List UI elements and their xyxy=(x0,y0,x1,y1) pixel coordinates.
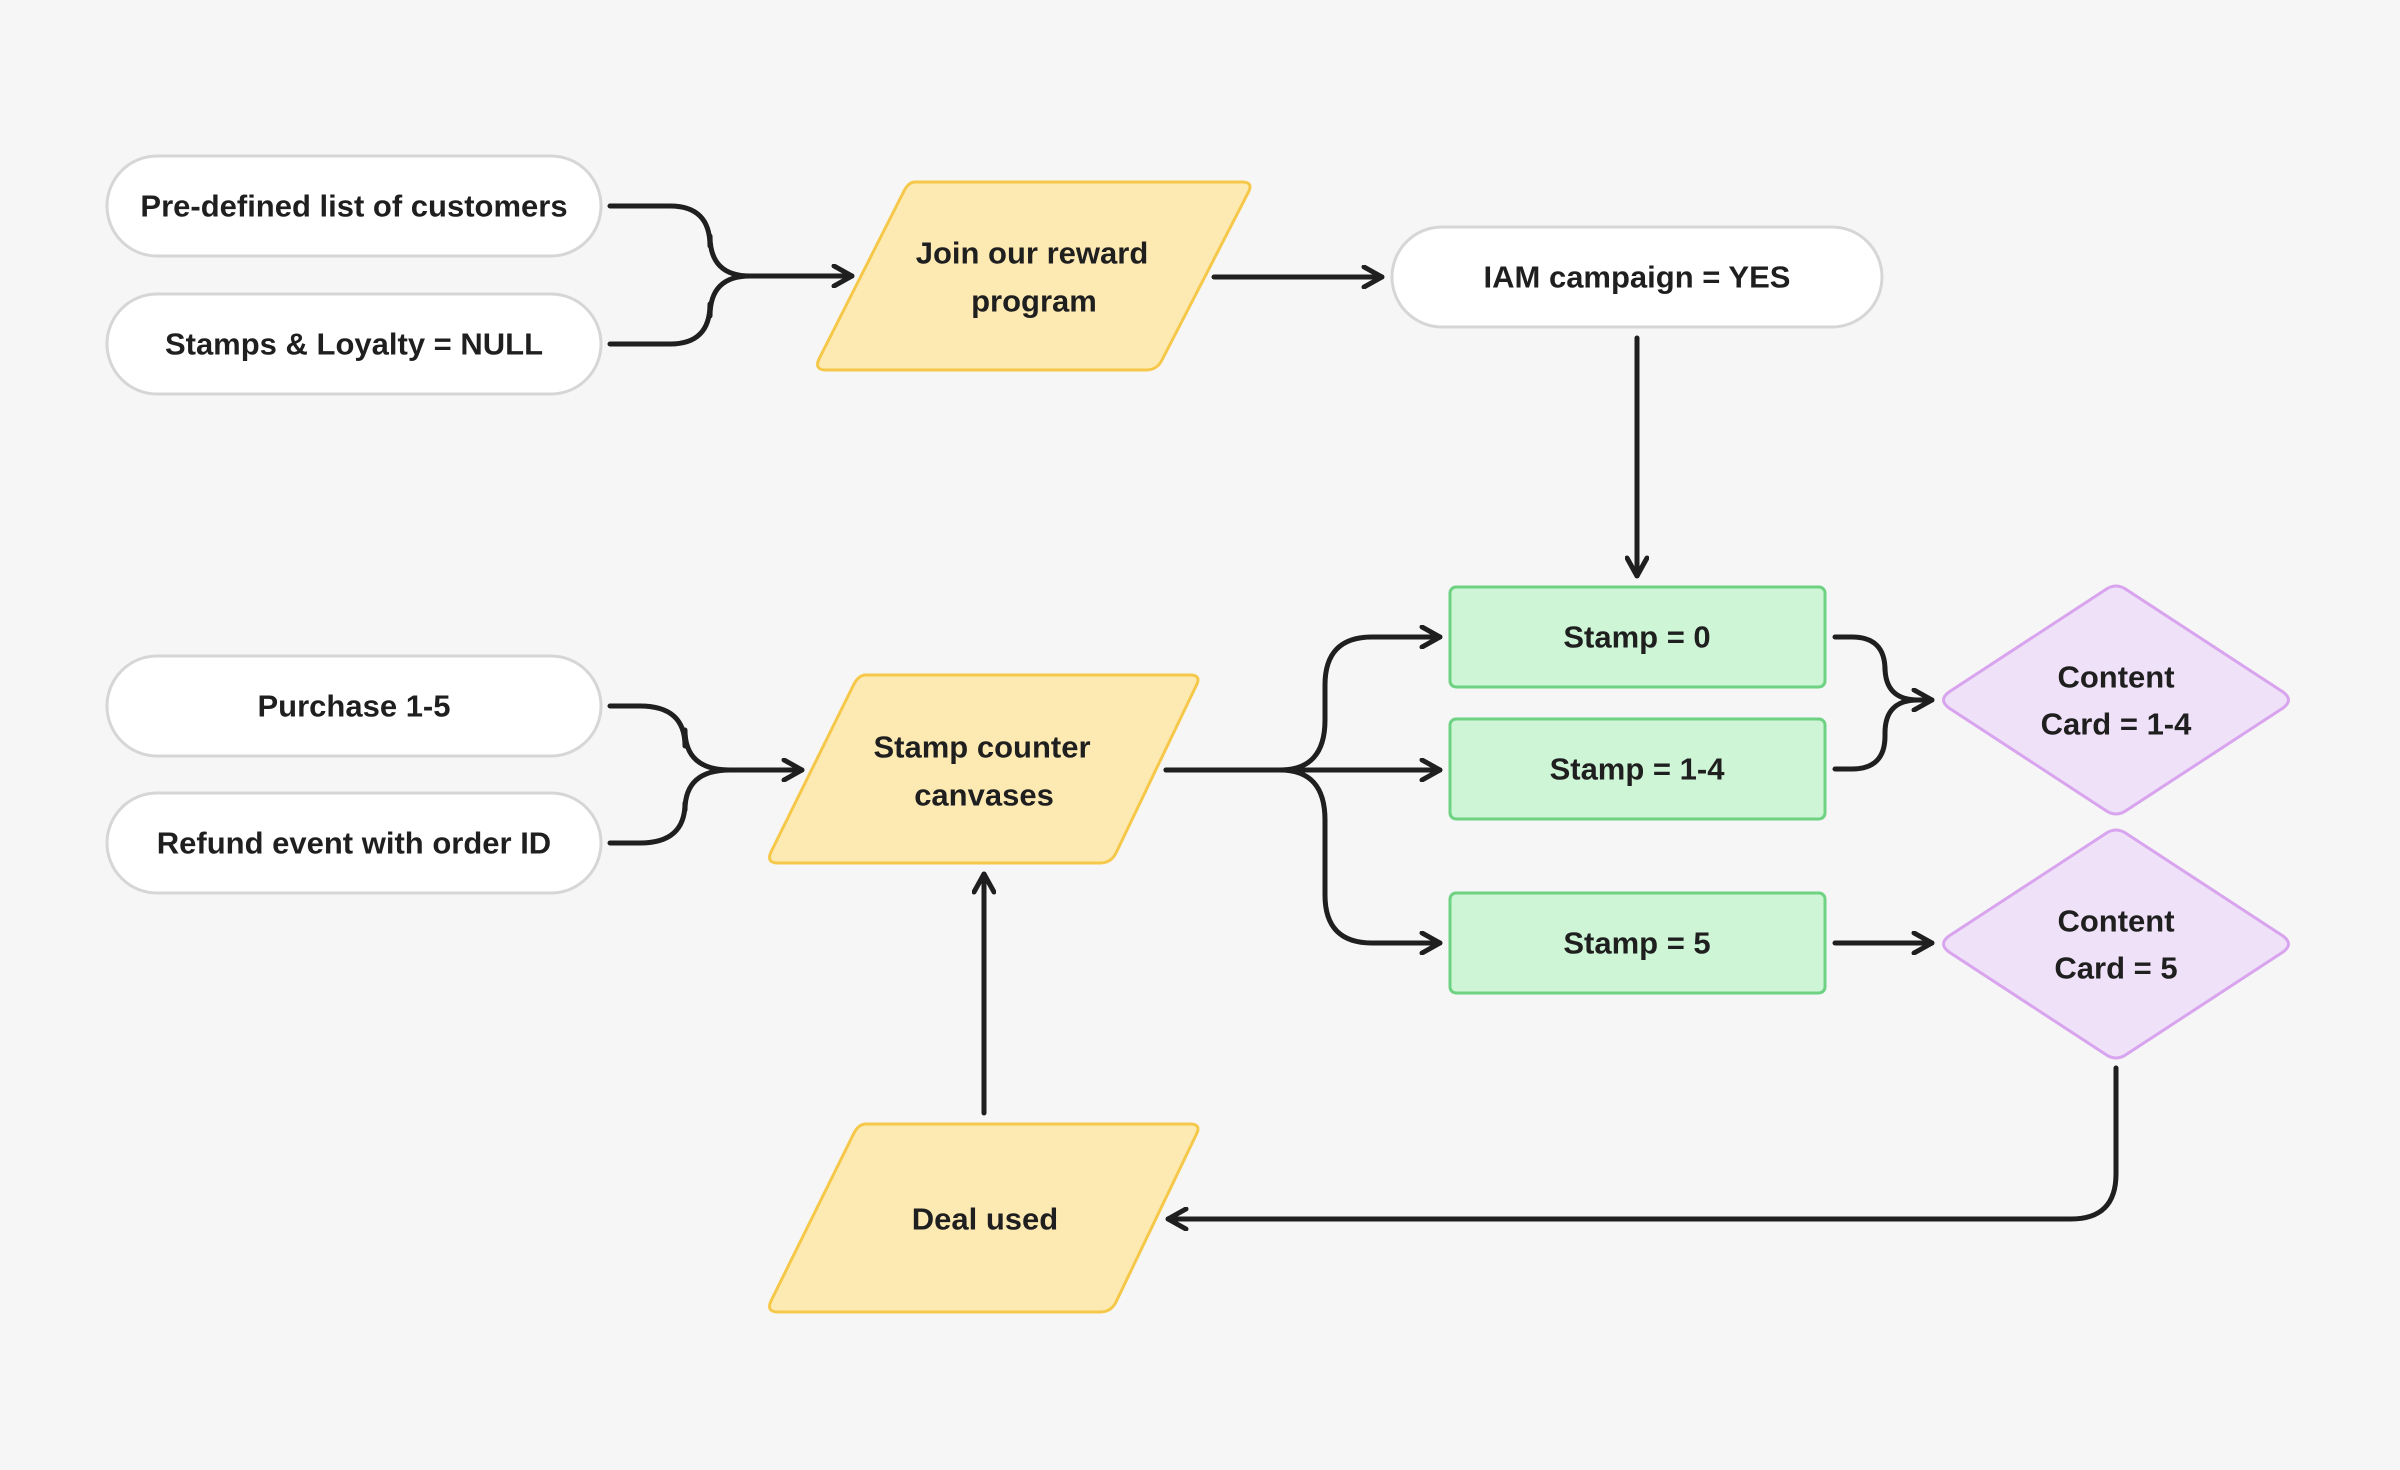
node-refund[interactable]: Refund event with order ID xyxy=(105,791,603,895)
node-stamps-loyalty-null[interactable]: Stamps & Loyalty = NULL xyxy=(105,292,603,396)
edge-purchase-to-counter xyxy=(607,703,805,770)
node-iam-campaign[interactable]: IAM campaign = YES xyxy=(1390,225,1884,329)
node-content-card-5-label-line1: Content xyxy=(2057,904,2174,939)
node-stamp-5[interactable]: Stamp = 5 xyxy=(1448,891,1827,995)
node-stamp-5-label: Stamp = 5 xyxy=(1563,926,1710,961)
node-predefined-list[interactable]: Pre-defined list of customers xyxy=(105,154,603,258)
node-content-card-5[interactable]: Content Card = 5 xyxy=(1942,828,2290,1060)
node-stamp-counter-label-line2: canvases xyxy=(914,778,1054,813)
node-predefined-list-label: Pre-defined list of customers xyxy=(140,189,567,224)
edge-counter-to-stamp0 xyxy=(1163,637,1443,773)
node-stamp-0[interactable]: Stamp = 0 xyxy=(1448,585,1827,689)
edge-stamp0-to-card14 xyxy=(1832,634,1935,700)
node-iam-campaign-label: IAM campaign = YES xyxy=(1484,260,1791,295)
node-deal-used-label: Deal used xyxy=(912,1202,1058,1237)
node-content-card-1-4-label-line1: Content xyxy=(2057,660,2174,695)
node-purchase[interactable]: Purchase 1-5 xyxy=(105,654,603,758)
node-stamp-1-4[interactable]: Stamp = 1-4 xyxy=(1448,717,1827,821)
connectors xyxy=(607,203,2119,1219)
node-stamp-0-label: Stamp = 0 xyxy=(1563,620,1710,655)
node-refund-label: Refund event with order ID xyxy=(157,826,551,861)
node-stamps-loyalty-null-label: Stamps & Loyalty = NULL xyxy=(165,327,543,362)
node-stamp-counter-label-line1: Stamp counter xyxy=(873,730,1090,765)
node-join-reward-label-line1: Join our reward xyxy=(916,236,1149,271)
node-content-card-1-4[interactable]: Content Card = 1-4 xyxy=(1942,584,2290,816)
edge-predefined-to-join xyxy=(607,203,855,276)
edge-stamp14-to-card14 xyxy=(1832,697,1921,772)
node-join-reward-label-line2: program xyxy=(971,284,1097,319)
edge-counter-to-stamp5 xyxy=(1277,767,1443,943)
node-join-reward[interactable]: Join our reward program xyxy=(816,180,1252,372)
node-content-card-5-label-line2: Card = 5 xyxy=(2054,951,2177,986)
node-deal-used[interactable]: Deal used xyxy=(768,1122,1200,1314)
edge-card5-to-deal xyxy=(1165,1065,2119,1219)
node-content-card-1-4-label-line2: Card = 1-4 xyxy=(2041,707,2193,742)
node-stamp-1-4-label: Stamp = 1-4 xyxy=(1550,752,1726,787)
node-purchase-label: Purchase 1-5 xyxy=(258,689,451,724)
node-stamp-counter[interactable]: Stamp counter canvases xyxy=(768,673,1200,865)
edge-stamps-null-to-join xyxy=(607,273,753,347)
edge-refund-to-counter xyxy=(607,767,733,846)
